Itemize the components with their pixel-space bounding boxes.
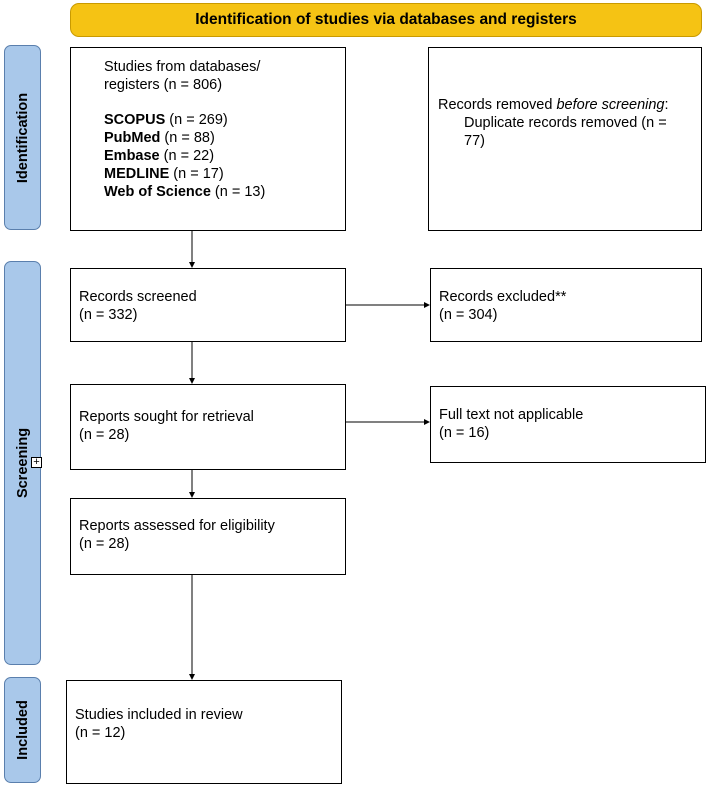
database-source-name: SCOPUS xyxy=(104,112,166,128)
database-source-row: MEDLINE (n = 17) xyxy=(104,165,345,183)
database-source-count: (n = 17) xyxy=(169,166,224,182)
database-source-name: Web of Science xyxy=(104,184,211,200)
header-banner: Identification of studies via databases … xyxy=(70,3,702,37)
database-source-count: (n = 88) xyxy=(160,130,215,146)
database-source-count: (n = 269) xyxy=(165,112,228,128)
included-box: Studies included in review (n = 12) xyxy=(66,680,342,784)
removed-detail: Duplicate records removed (n = 77) xyxy=(464,115,667,149)
database-source-row: SCOPUS (n = 269) xyxy=(104,111,345,129)
not-applicable-box: Full text not applicable (n = 16) xyxy=(430,386,706,463)
database-sources: SCOPUS (n = 269)PubMed (n = 88)Embase (n… xyxy=(104,111,345,201)
sought-box: Reports sought for retrieval (n = 28) xyxy=(70,384,346,470)
excluded-box: Records excluded** (n = 304) xyxy=(430,268,702,342)
databases-intro: Studies from databases/ registers (n = 8… xyxy=(104,59,261,93)
database-source-name: MEDLINE xyxy=(104,166,170,182)
header-title: Identification of studies via databases … xyxy=(195,11,577,28)
plus-box-icon[interactable]: + xyxy=(31,457,42,468)
database-source-name: Embase xyxy=(104,148,160,164)
database-source-row: PubMed (n = 88) xyxy=(104,129,345,147)
databases-box: Studies from databases/ registers (n = 8… xyxy=(70,47,346,231)
phase-included: Included xyxy=(4,677,41,783)
database-source-count: (n = 22) xyxy=(159,148,215,164)
phase-identification: Identification xyxy=(4,45,41,230)
assessed-box: Reports assessed for eligibility (n = 28… xyxy=(70,498,346,575)
database-source-name: PubMed xyxy=(104,130,161,146)
database-source-row: Web of Science (n = 13) xyxy=(104,183,345,201)
removed-lead: Records removed before screening: xyxy=(438,97,669,113)
database-source-count: (n = 13) xyxy=(210,184,266,200)
screened-box: Records screened (n = 332) xyxy=(70,268,346,342)
removed-box: Records removed before screening: Duplic… xyxy=(428,47,702,231)
database-source-row: Embase (n = 22) xyxy=(104,147,345,165)
